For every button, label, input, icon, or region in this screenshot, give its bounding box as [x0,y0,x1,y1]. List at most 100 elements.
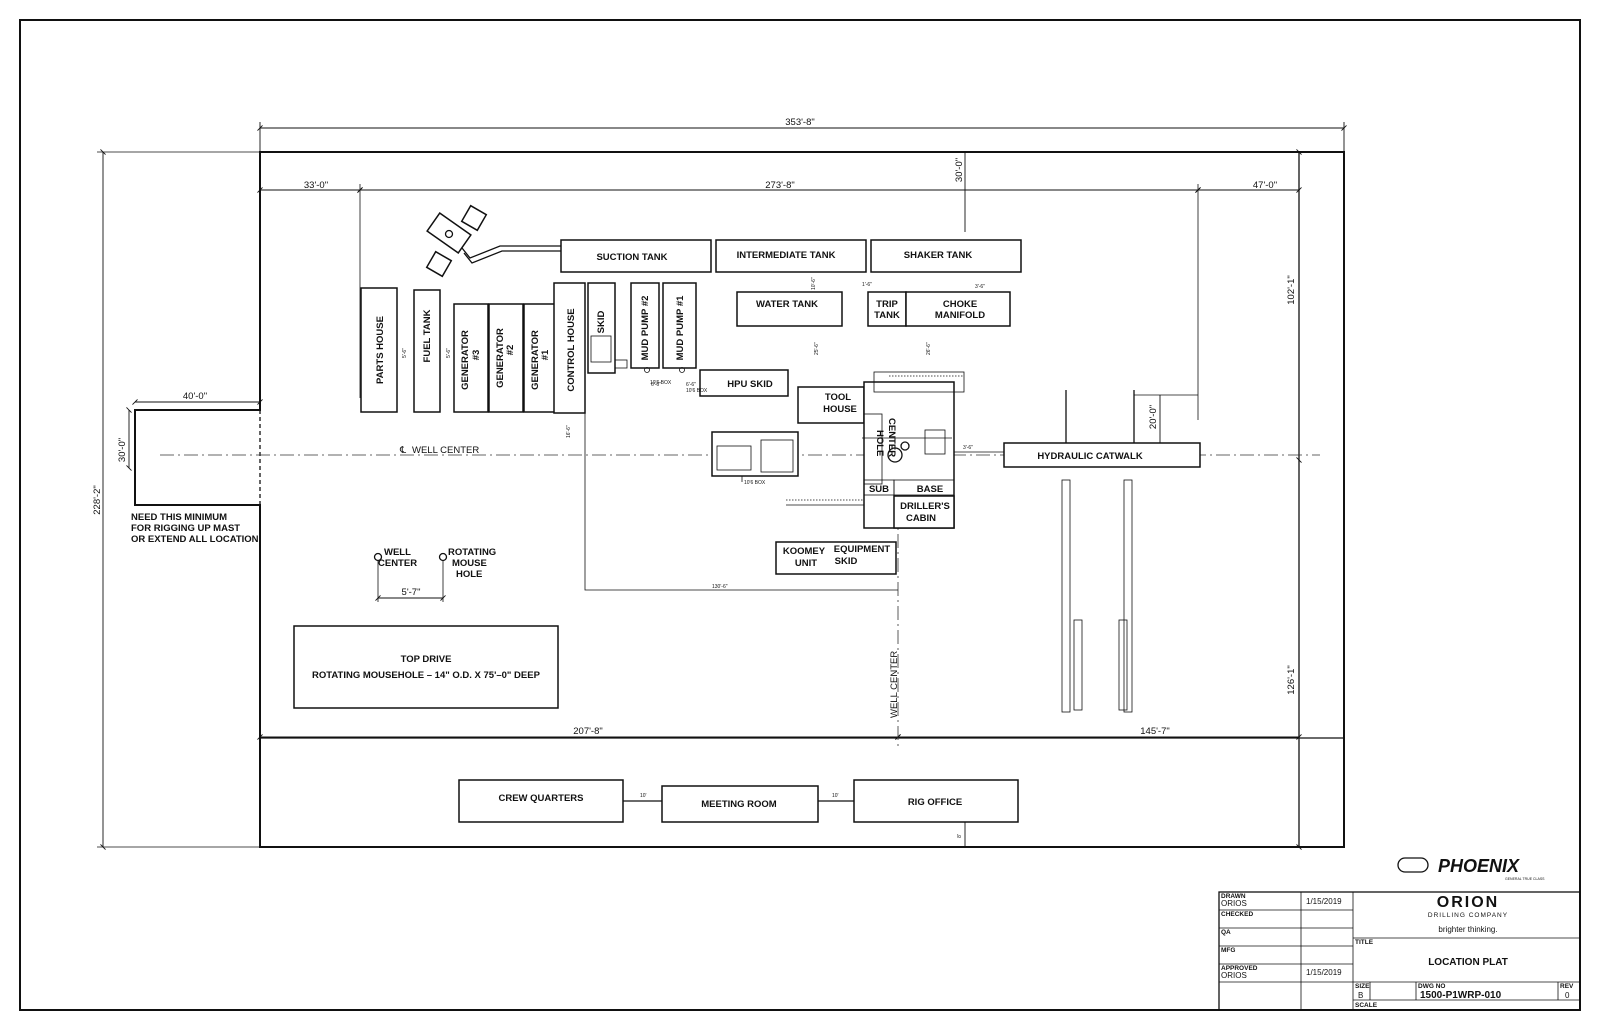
suction-tank [560,239,712,273]
hole-label: HOLE [874,430,885,456]
upper-right-dim: 102'-1" [1286,275,1297,304]
sheet-border [19,19,1581,1011]
size-value: B [1358,991,1363,1000]
drawn-label: DRAWN [1221,893,1246,900]
trip-tank [867,291,907,327]
box-label-3: 10'6 BOX [686,388,708,394]
well-center-marker-icon [373,552,383,562]
mouse-hole-marker-icon [438,552,448,562]
overall-height-dim: 228'-2" [92,485,103,514]
well-center-horizontal-label: WELL CENTER [412,445,479,456]
rig-floor: TOOL HOUSE CENTER HOLE SUB BASE DRILLER'… [584,371,965,591]
control-house [553,282,586,414]
top-drive-desc: ROTATING MOUSEHOLE – 14" O.D. X 75'–0" D… [312,670,541,681]
rotary-table-icon [887,447,903,463]
power-row: PARTS HOUSE FUEL TANK GENERATOR #3 GENER… [360,277,985,438]
top-offset-dim: 30'-0" [954,158,965,182]
phoenix-logo: PHOENIX GENERAL TRUE CLASS [1397,856,1545,881]
mfg-label: MFG [1221,947,1235,954]
mouse-hole-label-3: HOLE [456,569,482,580]
koomey-unit [775,541,897,575]
mousehole-markers: WELL CENTER ROTATING MOUSE HOLE [373,547,496,580]
checked-label: CHECKED [1221,911,1253,918]
equipment-skid-label-2: SKID [835,556,858,567]
control-house-label: CONTROL HOUSE [566,308,577,391]
box-label-1: 10'6 BOX [744,480,766,486]
hydraulic-catwalk [1003,442,1201,468]
rigging-note-line-1: NEED THIS MINIMUM [131,512,227,523]
notch-height-dim: 30'-0" [117,438,128,462]
generator-2 [488,303,524,413]
approved-date: 1/15/2019 [1306,968,1342,977]
top-drive-title: TOP DRIVE [401,654,452,665]
title-block: DRAWN ORIOS 1/15/2019 CHECKED QA MFG APP… [1218,891,1581,1011]
hydraulic-catwalk-label: HYDRAULIC CATWALK [1037,451,1143,462]
drawing-title: LOCATION PLAT [1428,957,1508,968]
gap-label-2: 10' [832,793,839,799]
shaker-tank [870,239,1022,273]
rigging-note-line-3: OR EXTEND ALL LOCATION [131,534,259,545]
left-offset-dim: 33'-0" [304,180,328,191]
well-center-cl-symbol: ℄ [399,445,407,456]
approved-label: APPROVED [1221,965,1258,972]
cable-label-2: 5'-6" [446,348,452,358]
trip-tank-label-1: TRIP [876,299,898,310]
bottom-left-dim: 207'-8" [573,726,602,737]
choke-manifold-label-1: CHOKE [943,299,977,310]
vfd-skid [587,282,616,374]
choke-manifold-label-2: MANIFOLD [935,310,985,321]
cable-label-11: 3'-6" [975,284,985,290]
fuel-tank [413,289,441,413]
drawn-by: ORIOS [1221,899,1247,908]
rev-value: 0 [1565,991,1570,1000]
cable-label-9: 1'-6" [862,282,872,288]
intermediate-tank [715,239,867,273]
box-label-2: 10'6 BOX [650,380,672,386]
rig-office [853,779,1019,823]
rev-label: REV [1560,983,1574,990]
title-label: TITLE [1355,939,1374,946]
middle-span-dim: 273'-8" [765,180,794,191]
choke-manifold [905,291,1011,327]
intermediate-tank-label: INTERMEDIATE TANK [737,250,836,261]
generator-2-label-2: #2 [505,345,516,356]
parts-house-label: PARTS HOUSE [375,316,386,384]
generator-2-label-1: GENERATOR [495,328,506,388]
cable-label-8: 26'-6" [926,342,932,355]
cable-label-6: 10'-6" [811,277,817,290]
meeting-room-label: MEETING ROOM [701,799,777,810]
phoenix-logo-icon [1397,857,1429,873]
bottom-right-dim: 145'-7" [1140,726,1169,737]
water-tank [736,291,843,327]
koomey-unit-label-1: KOOMEY [783,546,826,557]
generator-3-label-1: GENERATOR [460,330,471,390]
catwalk-gap-dim: 20'-0" [1148,405,1159,429]
fuel-tank-label: FUEL TANK [422,309,433,362]
pipe-rack-left [1061,479,1071,713]
cable-label-7: 25'-6" [814,342,820,355]
hpu-skid-label: HPU SKID [727,379,773,390]
mousehole-spacing-dim: 5'-7" [402,587,421,598]
catwalk-cable-label: 3'-6" [963,445,973,451]
mud-gas-separator [711,431,799,477]
meeting-room [661,785,819,823]
crew-quarters-label: CREW QUARTERS [499,793,584,804]
generator-1-label-2: #1 [540,349,551,360]
phoenix-brand: PHOENIX [1438,856,1520,876]
well-center-marker-label-2: CENTER [378,558,417,569]
cable-label-10: 130'-6" [712,584,728,590]
mouse-hole-label-2: MOUSE [452,558,487,569]
tool-house [797,386,865,424]
cable-label-3: 16'-6" [566,425,572,438]
mud-pump-2 [630,282,660,369]
vfd-skid-label: SKID [596,311,607,334]
trip-tank-label-2: TANK [874,310,900,321]
mud-pump-2-label: MUD PUMP #2 [640,296,651,361]
tool-house-label-1: TOOL [825,392,851,403]
orion-slogan: brighter thinking. [1438,925,1497,934]
parts-house [360,287,398,413]
rigging-note: NEED THIS MINIMUM FOR RIGGING UP MAST OR… [131,512,259,545]
overall-width-dim: 353'-8" [785,117,814,128]
drillers-cabin-label-1: DRILLER'S [900,501,950,512]
